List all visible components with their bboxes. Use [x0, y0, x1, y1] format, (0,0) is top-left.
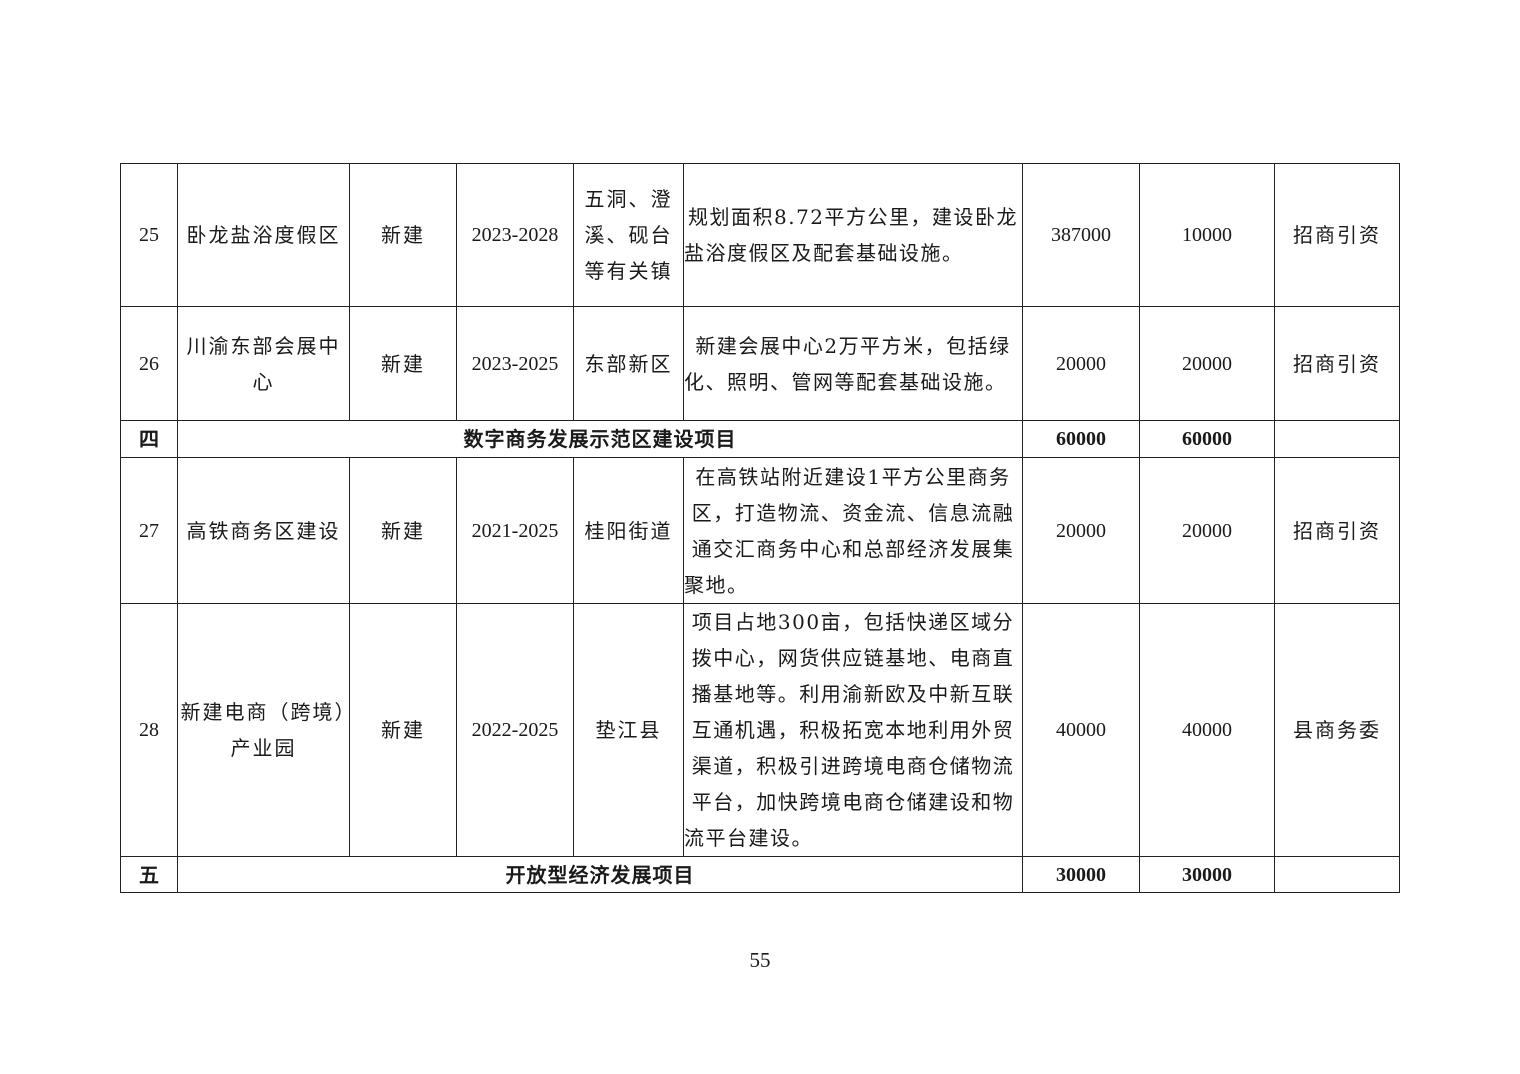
project-location: 五洞、澄溪、砚台等有关镇	[573, 163, 684, 307]
section-total-investment: 60000	[1022, 420, 1140, 458]
total-investment: 20000	[1022, 457, 1140, 604]
section-funding-source	[1274, 420, 1400, 458]
section-planned-investment: 30000	[1139, 856, 1275, 893]
project-location: 桂阳街道	[573, 457, 684, 604]
section-number: 四	[120, 420, 178, 458]
construction-type: 新建	[349, 603, 457, 857]
project-content: 在高铁站附近建设1平方公里商务区，打造物流、资金流、信息流融通交汇商务中心和总部…	[683, 457, 1023, 604]
construction-period: 2021-2025	[456, 457, 574, 604]
planned-investment: 20000	[1139, 457, 1275, 604]
project-content: 新建会展中心2万平方米，包括绿化、照明、管网等配套基础设施。	[683, 306, 1023, 421]
construction-period: 2023-2028	[456, 163, 574, 307]
section-row-5: 五 开放型经济发展项目 30000 30000	[120, 856, 1400, 893]
section-planned-investment: 60000	[1139, 420, 1275, 458]
project-location: 东部新区	[573, 306, 684, 421]
project-name: 高铁商务区建设	[177, 457, 350, 604]
funding-source: 县商务委	[1274, 603, 1400, 857]
total-investment: 387000	[1022, 163, 1140, 307]
table-row-25: 25 卧龙盐浴度假区 新建 2023-2028 五洞、澄溪、砚台等有关镇 规划面…	[120, 163, 1400, 307]
funding-source: 招商引资	[1274, 306, 1400, 421]
section-number: 五	[120, 856, 178, 893]
planned-investment: 10000	[1139, 163, 1275, 307]
section-total-investment: 30000	[1022, 856, 1140, 893]
project-content: 规划面积8.72平方公里，建设卧龙盐浴度假区及配套基础设施。	[683, 163, 1023, 307]
project-name: 卧龙盐浴度假区	[177, 163, 350, 307]
project-content: 项目占地300亩，包括快递区域分拨中心，网货供应链基地、电商直播基地等。利用渝新…	[683, 603, 1023, 857]
project-name: 川渝东部会展中心	[177, 306, 350, 421]
project-location: 垫江县	[573, 603, 684, 857]
section-row-4: 四 数字商务发展示范区建设项目 60000 60000	[120, 420, 1400, 458]
table-row-27: 27 高铁商务区建设 新建 2021-2025 桂阳街道 在高铁站附近建设1平方…	[120, 457, 1400, 604]
funding-source: 招商引资	[1274, 163, 1400, 307]
construction-period: 2022-2025	[456, 603, 574, 857]
project-number: 25	[120, 163, 178, 307]
construction-type: 新建	[349, 163, 457, 307]
planned-investment: 20000	[1139, 306, 1275, 421]
project-number: 26	[120, 306, 178, 421]
section-title: 开放型经济发展项目	[177, 856, 1023, 893]
project-number: 27	[120, 457, 178, 604]
project-table: 25 卧龙盐浴度假区 新建 2023-2028 五洞、澄溪、砚台等有关镇 规划面…	[120, 163, 1400, 893]
project-name: 新建电商（跨境）产业园	[177, 603, 350, 857]
funding-source: 招商引资	[1274, 457, 1400, 604]
table-row-28: 28 新建电商（跨境）产业园 新建 2022-2025 垫江县 项目占地300亩…	[120, 603, 1400, 857]
total-investment: 40000	[1022, 603, 1140, 857]
page-number: 55	[749, 948, 771, 972]
planned-investment: 40000	[1139, 603, 1275, 857]
construction-period: 2023-2025	[456, 306, 574, 421]
project-number: 28	[120, 603, 178, 857]
total-investment: 20000	[1022, 306, 1140, 421]
construction-type: 新建	[349, 306, 457, 421]
construction-type: 新建	[349, 457, 457, 604]
section-funding-source	[1274, 856, 1400, 893]
table-row-26: 26 川渝东部会展中心 新建 2023-2025 东部新区 新建会展中心2万平方…	[120, 306, 1400, 421]
section-title: 数字商务发展示范区建设项目	[177, 420, 1023, 458]
